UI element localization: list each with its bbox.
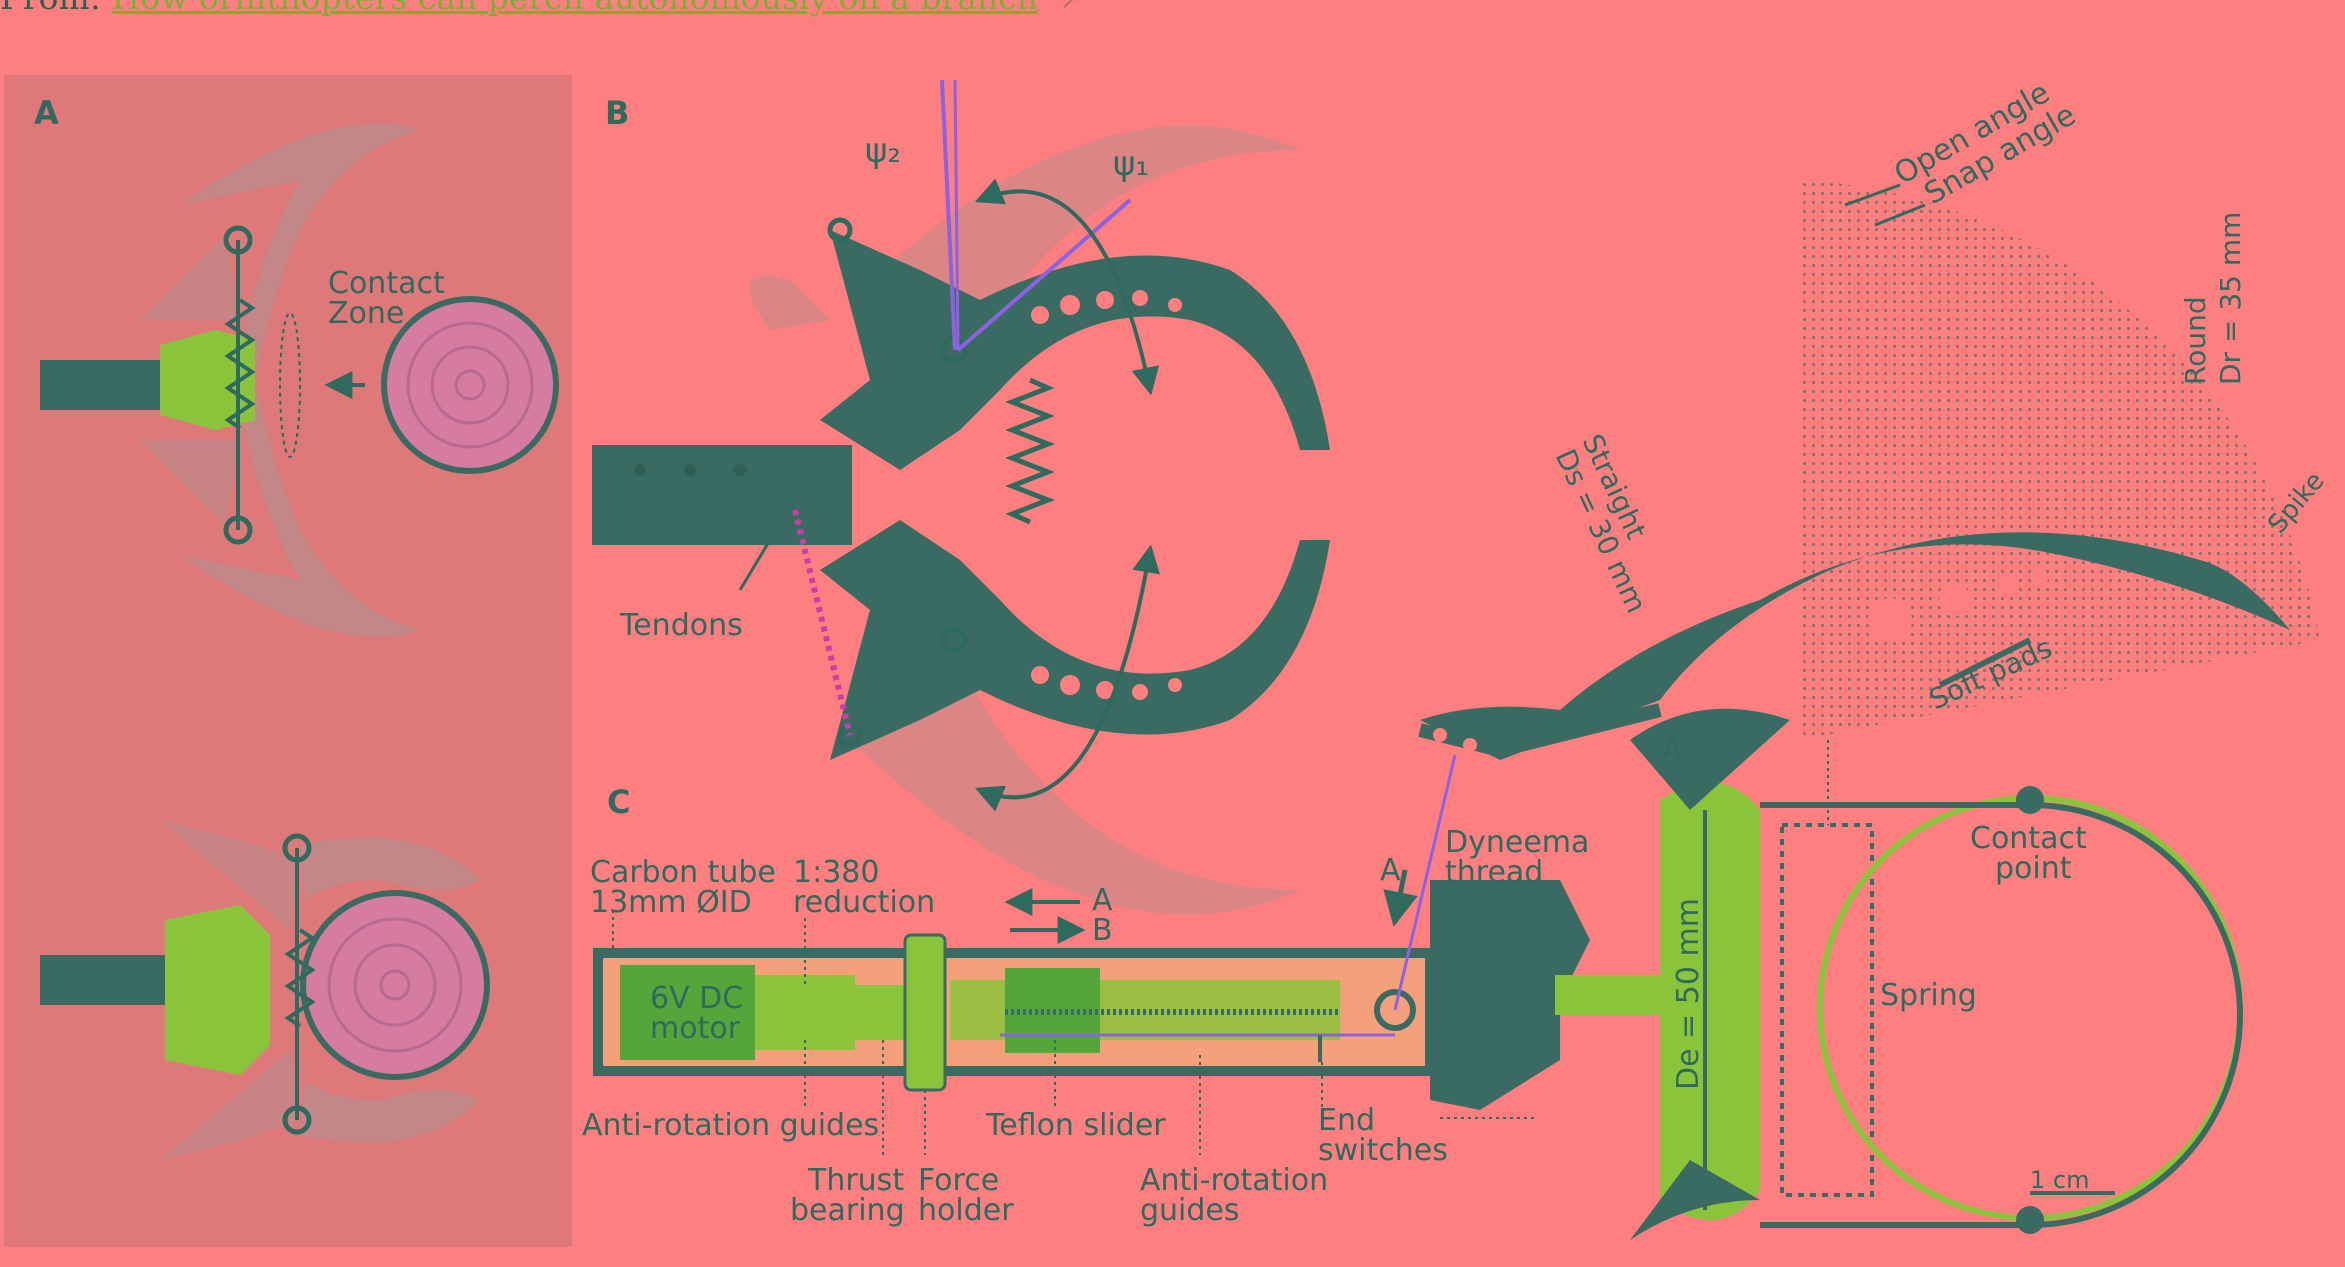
panel-b: B bbox=[592, 79, 1330, 915]
end-switches-line1: End bbox=[1318, 1103, 1375, 1138]
thrust-bearing-line1: Thrust bbox=[807, 1163, 904, 1198]
panel-a-closed-gripper bbox=[40, 820, 490, 1160]
direction-a-label: A bbox=[1092, 883, 1113, 918]
panel-c-letter: C bbox=[607, 783, 630, 821]
motor-line2: motor bbox=[650, 1011, 741, 1046]
teflon-slider-label: Teflon slider bbox=[985, 1108, 1166, 1143]
contact-point-line1: Contact bbox=[1970, 821, 2087, 856]
anti-rotation-guides-right-line2: guides bbox=[1140, 1193, 1240, 1228]
contact-zone-line1: Contact bbox=[328, 266, 445, 301]
round-line1: Round bbox=[2179, 296, 2212, 385]
dyneema-line2: thread bbox=[1445, 855, 1543, 890]
external-link-icon[interactable]: ↗ bbox=[1060, 0, 1079, 15]
from-prefix: From: bbox=[0, 0, 101, 17]
reduction-line1: 1:380 bbox=[793, 855, 879, 890]
panel-a-open-gripper bbox=[40, 123, 559, 637]
direction-b-label: B bbox=[1092, 913, 1113, 948]
angle-sweep-fan bbox=[1800, 180, 2320, 740]
psi1-label: ψ₁ bbox=[1113, 144, 1149, 184]
spring-label: Spring bbox=[1880, 978, 1977, 1013]
source-line: From: How ornithopters can perch autonom… bbox=[0, 0, 1079, 26]
joint-angle-a-label: A bbox=[1662, 732, 1681, 765]
force-holder-line2: holder bbox=[918, 1193, 1014, 1228]
tendons-label: Tendons bbox=[619, 608, 743, 643]
carbon-tube-line1: Carbon tube bbox=[590, 855, 776, 890]
carbon-tube-line2: 13mm ØID bbox=[590, 885, 752, 920]
panel-b-letter: B bbox=[605, 94, 629, 132]
panel-a-letter: A bbox=[34, 94, 59, 132]
anti-rotation-guides-left-label: Anti-rotation guides bbox=[582, 1108, 879, 1143]
reduction-line2: reduction bbox=[793, 885, 935, 920]
round-line2: Dr = 35 mm bbox=[2214, 212, 2247, 385]
thrust-bearing-line2: bearing bbox=[790, 1193, 905, 1228]
motor-line1: 6V DC bbox=[650, 981, 743, 1016]
dyneema-line1: Dyneema bbox=[1445, 825, 1589, 860]
force-holder-line1: Force bbox=[918, 1163, 999, 1198]
psi2-label: ψ₂ bbox=[865, 131, 901, 171]
article-link[interactable]: How ornithopters can perch autonomously … bbox=[111, 0, 1037, 17]
contact-zone-line2: Zone bbox=[328, 296, 404, 331]
anti-rotation-guides-right-line1: Anti-rotation bbox=[1140, 1163, 1328, 1198]
de-dimension-label: De = 50 mm bbox=[1671, 898, 1706, 1090]
thread-arrow-a-label: A bbox=[1380, 853, 1401, 888]
contact-point-line2: point bbox=[1995, 851, 2072, 886]
scale-bar-label: 1 cm bbox=[2030, 1166, 2089, 1194]
end-switches-line2: switches bbox=[1318, 1133, 1448, 1168]
panel-a: A Contact Zone bbox=[34, 94, 559, 1160]
panel-a-background bbox=[4, 75, 572, 1247]
